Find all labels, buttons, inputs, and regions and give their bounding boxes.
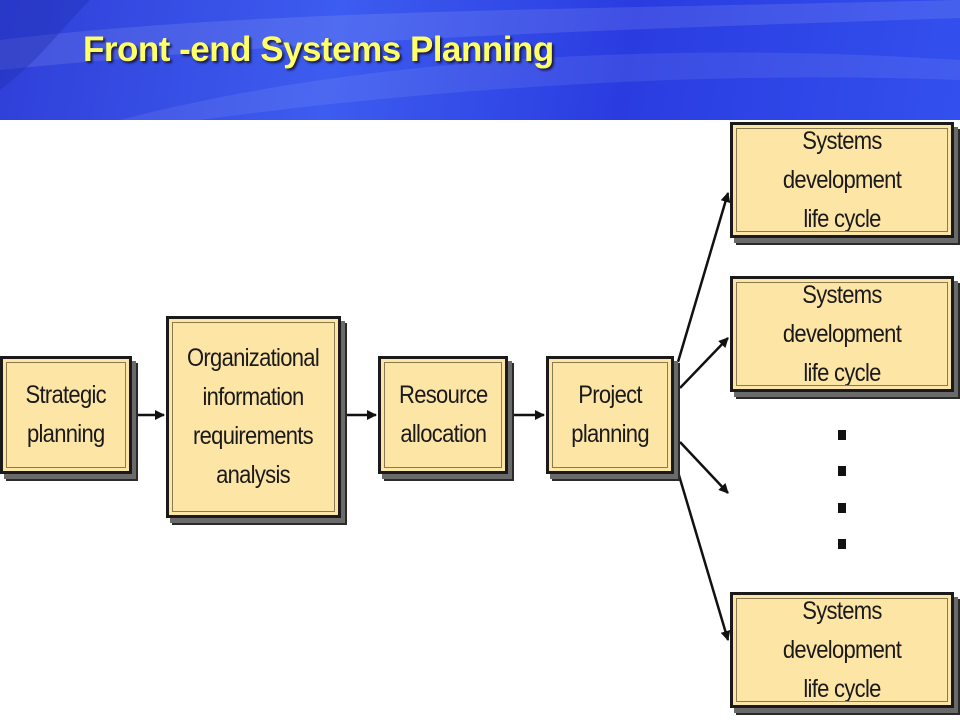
ellipsis-dot-3 bbox=[838, 503, 846, 513]
node-organizational-information-requirements-analysis: Organizational information requirements … bbox=[166, 316, 341, 518]
node-sdlc-1: Systems development life cycle bbox=[730, 122, 954, 238]
node-strategic-planning-label: Strategic planning bbox=[25, 381, 107, 448]
ellipsis-dot-4 bbox=[838, 539, 846, 549]
ellipsis-dot-2 bbox=[838, 466, 846, 476]
arrow-project-to-sdlcn bbox=[676, 471, 731, 641]
header-swoosh-decoration bbox=[0, 0, 960, 120]
node-strategic-planning: Strategic planning bbox=[0, 356, 132, 474]
node-sdlc-n: Systems development life cycle bbox=[730, 592, 954, 708]
node-sdlc-2-label: Systems development life cycle bbox=[782, 280, 902, 387]
node-sdlc-1-label: Systems development life cycle bbox=[782, 126, 902, 233]
node-resource-allocation: Resource allocation bbox=[378, 356, 508, 474]
node-org-info-label: Organizational information requirements … bbox=[187, 344, 320, 489]
node-resource-allocation-label: Resource allocation bbox=[398, 381, 488, 448]
node-sdlc-n-label: Systems development life cycle bbox=[782, 596, 902, 703]
arrow-project-to-sdlc2 bbox=[679, 337, 729, 389]
node-sdlc-2: Systems development life cycle bbox=[730, 276, 954, 392]
arrow-project-to-sdlc1 bbox=[676, 192, 731, 363]
node-project-planning: Project planning bbox=[546, 356, 674, 474]
ellipsis-dot-1 bbox=[838, 430, 846, 440]
arrow-project-to-more bbox=[679, 441, 729, 494]
slide-header: Front -end Systems Planning bbox=[0, 0, 960, 120]
slide-title: Front -end Systems Planning bbox=[83, 30, 554, 69]
node-project-planning-label: Project planning bbox=[571, 381, 649, 448]
